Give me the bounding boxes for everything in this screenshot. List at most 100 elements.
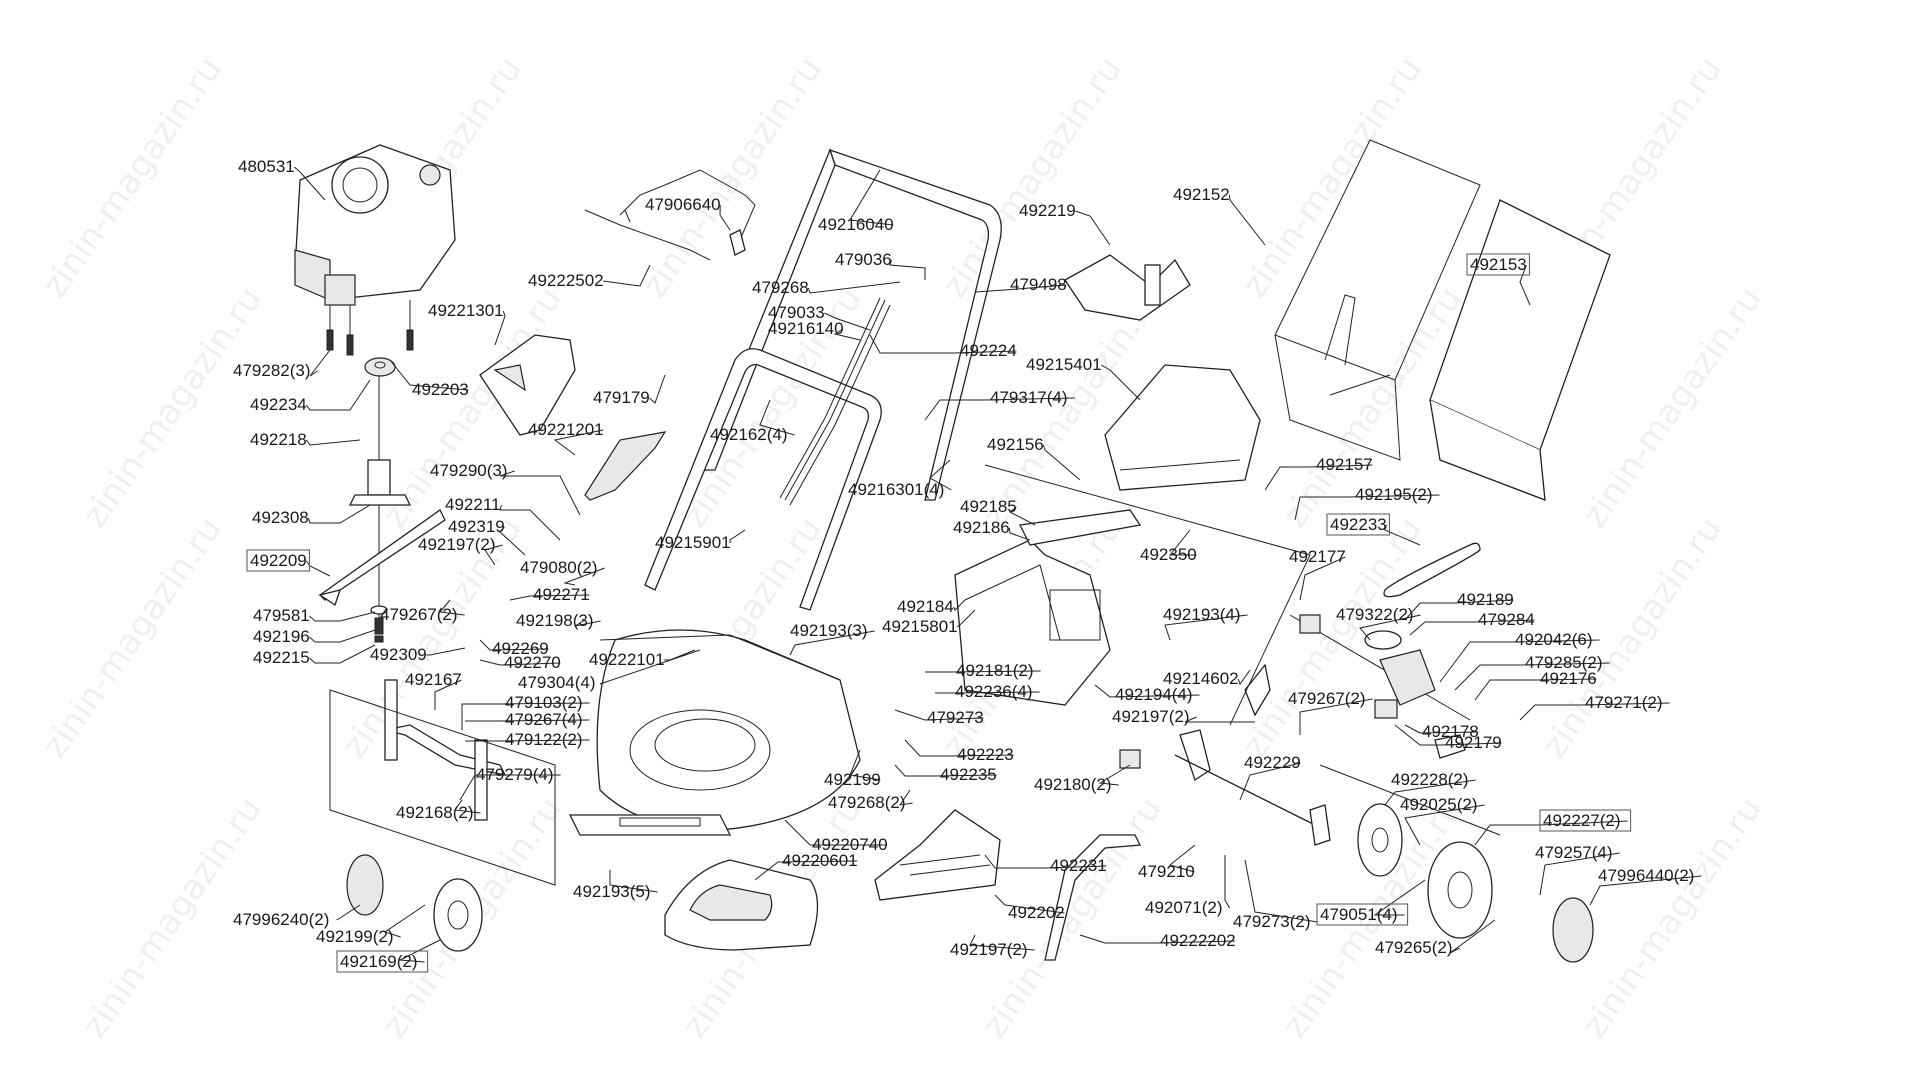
part-number[interactable]: 492231: [1050, 856, 1107, 875]
part-label[interactable]: 492233: [1326, 513, 1421, 546]
part-number[interactable]: 492193(3): [790, 621, 868, 640]
part-number[interactable]: 479273(2): [1233, 912, 1311, 931]
part-number[interactable]: 479033: [768, 303, 825, 322]
part-label[interactable]: 492234: [250, 379, 371, 414]
part-label[interactable]: 492309: [370, 645, 466, 664]
part-label[interactable]: 49215401: [1026, 355, 1141, 401]
part-label[interactable]: 492178: [1404, 722, 1479, 741]
part-label[interactable]: 479290(3): [430, 461, 581, 516]
part-label[interactable]: 49220601: [754, 851, 858, 881]
part-label[interactable]: 492169(2): [336, 939, 441, 973]
part-label[interactable]: 479267(2): [380, 599, 465, 624]
part-number[interactable]: 492228(2): [1391, 770, 1469, 789]
part-label[interactable]: 479498: [974, 275, 1067, 294]
part-number[interactable]: 492168(2): [396, 803, 474, 822]
part-label[interactable]: 479265(2): [1375, 919, 1496, 957]
part-label[interactable]: 492203: [389, 359, 469, 399]
part-number[interactable]: 492071(2): [1145, 898, 1223, 917]
part-number[interactable]: 49222202: [1160, 931, 1236, 950]
part-label[interactable]: 492181(2): [925, 661, 1041, 680]
part-label[interactable]: 492350: [1140, 529, 1197, 564]
part-label[interactable]: 479267(2): [1288, 689, 1373, 735]
part-label[interactable]: 492197(2): [418, 535, 503, 566]
part-label[interactable]: 49216301(4): [848, 459, 952, 499]
part-label[interactable]: 492218: [250, 430, 361, 449]
part-number[interactable]: 49216301(4): [848, 480, 944, 499]
part-number[interactable]: 492224: [960, 341, 1017, 360]
part-label[interactable]: 492071(2): [1145, 855, 1231, 917]
part-label[interactable]: 479273(2): [1233, 859, 1318, 931]
part-number[interactable]: 492177: [1289, 547, 1346, 566]
part-label[interactable]: 479268: [752, 278, 901, 297]
part-number[interactable]: 492233: [1330, 515, 1387, 534]
part-number[interactable]: 479257(4): [1535, 843, 1613, 862]
part-label[interactable]: 49215901: [655, 529, 746, 552]
part-number[interactable]: 479267(2): [380, 605, 458, 624]
part-number[interactable]: 479284: [1478, 610, 1535, 629]
part-number[interactable]: 492215: [253, 648, 310, 667]
part-label[interactable]: 479581: [253, 606, 376, 625]
part-number[interactable]: 492176: [1540, 669, 1597, 688]
part-number[interactable]: 492234: [250, 395, 307, 414]
part-number[interactable]: 49215401: [1026, 355, 1102, 374]
part-number[interactable]: 492193(4): [1163, 605, 1241, 624]
part-number[interactable]: 49220601: [782, 851, 858, 870]
part-label[interactable]: 492186: [953, 518, 1031, 541]
part-label[interactable]: 492236(4): [935, 682, 1040, 701]
part-number[interactable]: 479285(2): [1525, 653, 1603, 672]
part-number[interactable]: 492319: [448, 517, 505, 536]
part-label[interactable]: 49214602: [1163, 669, 1251, 688]
part-number[interactable]: 492199: [824, 770, 881, 789]
part-label[interactable]: 479033: [768, 303, 871, 331]
part-label[interactable]: 492231: [984, 854, 1107, 875]
part-label[interactable]: 479267(4): [465, 710, 590, 729]
part-label[interactable]: 479284: [1409, 610, 1535, 636]
part-label[interactable]: 492167: [405, 670, 462, 710]
part-number[interactable]: 479122(2): [505, 730, 583, 749]
part-label[interactable]: 49216140: [768, 319, 861, 341]
part-label[interactable]: 492269: [479, 639, 549, 658]
part-number[interactable]: 492194(4): [1115, 685, 1193, 704]
part-number[interactable]: 492270: [504, 653, 561, 672]
part-number[interactable]: 492218: [250, 430, 307, 449]
part-label[interactable]: 492197(2): [950, 934, 1035, 959]
part-label[interactable]: 492199: [824, 749, 881, 789]
part-number[interactable]: 492209: [250, 551, 307, 570]
part-number[interactable]: 49220740: [812, 835, 888, 854]
part-label[interactable]: 479036: [835, 250, 926, 280]
part-label[interactable]: 492211: [445, 495, 561, 541]
part-label[interactable]: 47906640: [645, 195, 731, 231]
part-number[interactable]: 49214602: [1163, 669, 1239, 688]
part-label[interactable]: 492179: [1394, 724, 1502, 752]
part-number[interactable]: 492203: [412, 380, 469, 399]
part-number[interactable]: 47996240(2): [233, 910, 329, 929]
part-label[interactable]: 492228(2): [1384, 770, 1476, 806]
part-label[interactable]: 492168(2): [396, 799, 481, 822]
part-number[interactable]: 492178: [1422, 722, 1479, 741]
part-number[interactable]: 47906640: [645, 195, 721, 214]
part-number[interactable]: 492202: [1008, 903, 1065, 922]
part-label[interactable]: 49216040: [818, 169, 894, 234]
part-number[interactable]: 492189: [1457, 590, 1514, 609]
part-label[interactable]: 492180(2): [1034, 764, 1131, 794]
part-number[interactable]: 492227(2): [1543, 811, 1621, 830]
part-label[interactable]: 492215: [253, 644, 376, 667]
part-label[interactable]: 492194(4): [1094, 684, 1200, 704]
part-label[interactable]: 49222502: [528, 264, 651, 290]
part-number[interactable]: 492179: [1445, 733, 1502, 752]
part-number[interactable]: 492156: [987, 435, 1044, 454]
part-label[interactable]: 479210: [1138, 844, 1196, 881]
part-label[interactable]: 492156: [987, 435, 1081, 481]
part-label[interactable]: 492195(2): [1294, 485, 1440, 521]
part-label[interactable]: 492224: [869, 334, 1017, 360]
part-label[interactable]: 492152: [1173, 185, 1266, 246]
part-number[interactable]: 479282(3): [233, 361, 311, 380]
part-number[interactable]: 492236(4): [955, 682, 1033, 701]
part-label[interactable]: 492227(2): [1474, 809, 1632, 846]
part-number[interactable]: 479051(4): [1320, 905, 1398, 924]
part-label[interactable]: 480531: [238, 157, 326, 201]
part-label[interactable]: 492202: [994, 894, 1065, 922]
part-number[interactable]: 47996440(2): [1598, 866, 1694, 885]
part-number[interactable]: 480531: [238, 157, 295, 176]
part-label[interactable]: 492189: [1404, 590, 1514, 621]
